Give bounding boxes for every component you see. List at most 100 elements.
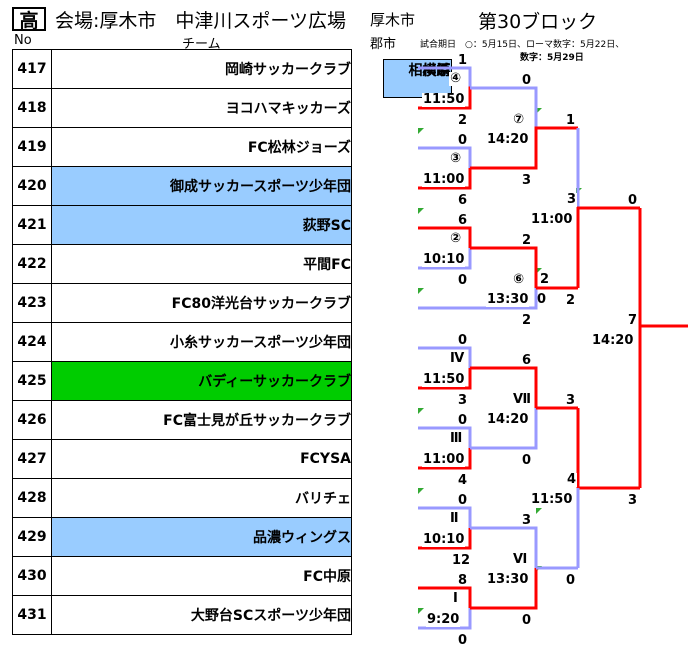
team-name: 品濃ウィングス [51, 517, 352, 557]
match-id: 4 [566, 472, 578, 487]
match-id: Ⅳ [449, 351, 466, 366]
block-title: 第30ブロック [478, 11, 598, 33]
match-time: 11:50 [422, 92, 466, 107]
team-number: 422 [12, 244, 52, 284]
team-name: バリチェ [51, 478, 352, 518]
column-header-no: No [14, 33, 32, 48]
match-id: ④ [449, 71, 463, 86]
match-time: 14:20 [592, 333, 634, 348]
match-time: 11:00 [422, 452, 466, 467]
score: 2 [522, 313, 532, 328]
match-time: 11:50 [422, 372, 466, 387]
team-row: 422平間FC川崎 [12, 58, 452, 284]
column-header-team: チーム [182, 37, 221, 52]
match-time: 14:20 [486, 412, 530, 427]
match-time: 9:20 [426, 612, 461, 627]
match-id: 7 [628, 313, 638, 328]
score: 3 [458, 393, 468, 408]
team-number: 430 [12, 556, 52, 596]
team-number: 429 [12, 517, 52, 557]
score: 0 [522, 73, 532, 88]
match-id: ② [449, 231, 463, 246]
score: 0 [458, 133, 468, 148]
schedule-note-2: 数字：5月29日 [520, 53, 584, 63]
match-id: Ⅱ [449, 511, 460, 526]
score: 0 [458, 333, 468, 348]
match-id: ③ [449, 151, 463, 166]
score: 2 [540, 272, 550, 287]
match-time: 10:10 [422, 252, 466, 267]
team-name: ヨコハマキッカーズ [51, 88, 352, 128]
flag-mark [418, 128, 424, 134]
score: 6 [458, 193, 468, 208]
score: 3 [522, 173, 532, 188]
flag-mark [536, 508, 542, 514]
flag-mark [418, 288, 424, 294]
team-number: 431 [12, 595, 52, 635]
team-number: 419 [12, 127, 52, 167]
match-time: 13:30 [486, 292, 530, 307]
team-number: 421 [12, 205, 52, 245]
score: 6 [522, 353, 532, 368]
team-number: 420 [12, 166, 52, 206]
score: 8 [458, 573, 468, 588]
match-id: Ⅰ [452, 591, 459, 606]
team-number: 417 [12, 49, 52, 89]
match-id: Ⅵ [512, 552, 529, 567]
score: 2 [566, 293, 576, 308]
match-time: 11:00 [530, 212, 574, 227]
score: 0 [537, 292, 547, 307]
team-number: 425 [12, 361, 52, 401]
team-name: 岡崎サッカークラブ [51, 49, 352, 89]
flag-mark [418, 608, 424, 614]
score: 0 [522, 613, 532, 628]
score: 0 [458, 273, 468, 288]
team-row: 417岡崎サッカークラブ平塚 [12, 49, 452, 98]
team-row: 426FC富士見が丘サッカークラブ中郡 [12, 58, 452, 440]
flag-mark [418, 408, 424, 414]
flag-mark [418, 488, 424, 494]
score: 2 [458, 113, 468, 128]
score: 0 [628, 193, 638, 208]
match-time: 13:30 [486, 572, 530, 587]
score: 0 [522, 453, 532, 468]
flag-mark [418, 208, 424, 214]
team-row: 418ヨコハマキッカーズ横浜 [12, 58, 452, 128]
match-id: 3 [566, 192, 578, 207]
score: 1 [458, 53, 468, 68]
score: 0 [566, 573, 576, 588]
header: 高 会場:厚木市 中津川スポーツ広場 厚木市 第30ブロック [0, 0, 698, 36]
score: 3 [566, 393, 576, 408]
grade-label: 高 [12, 7, 46, 32]
team-name: 荻野SC [51, 205, 352, 245]
match-id: Ⅶ [512, 392, 533, 407]
score: 2 [522, 233, 532, 248]
score: 4 [458, 473, 468, 488]
team-number: 418 [12, 88, 52, 128]
schedule-note: 試合期日 ○：5月15日、ローマ数字：5月22日、 [420, 40, 625, 50]
team-name: 大野台SCスポーツ少年団 [51, 595, 352, 635]
match-time: 14:20 [486, 132, 530, 147]
match-id: ⑥ [512, 272, 526, 287]
team-name: FC中原 [51, 556, 352, 596]
score: 6 [458, 213, 468, 228]
match-time: 11:50 [530, 492, 574, 507]
team-name: FC富士見が丘サッカークラブ [51, 400, 352, 440]
match-id: ⑦ [512, 112, 526, 127]
score: 12 [452, 553, 471, 568]
host-city: 厚木市 [370, 11, 416, 29]
team-name: FCYSA [51, 439, 352, 479]
score: 0 [458, 413, 468, 428]
team-name: 小糸サッカースポーツ少年団 [51, 322, 352, 362]
team-name: 平間FC [51, 244, 352, 284]
score: 3 [522, 513, 532, 528]
score: 0 [458, 633, 468, 648]
score: 0 [458, 493, 468, 508]
team-table: 417岡崎サッカークラブ平塚418ヨコハマキッカーズ横浜419FC松林ジョーズ茅… [12, 49, 452, 635]
match-id: Ⅲ [449, 431, 464, 446]
match-time: 10:10 [422, 532, 466, 547]
score: 3 [628, 493, 638, 508]
